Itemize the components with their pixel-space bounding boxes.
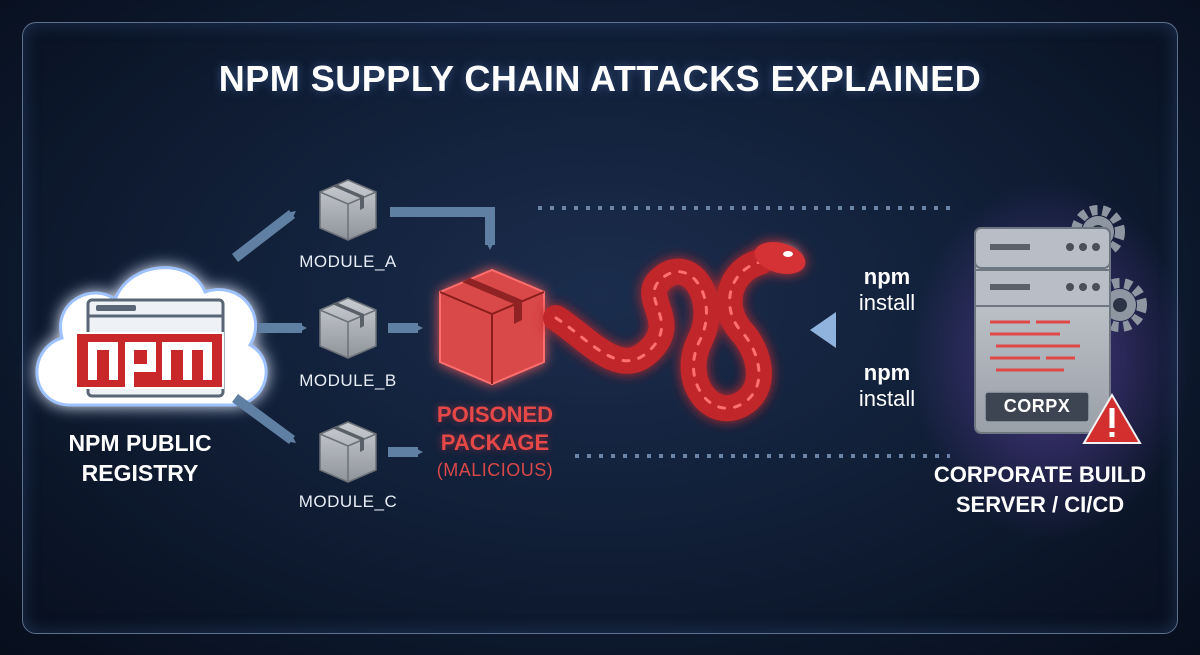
- install-command-1-arg: install: [858, 290, 916, 315]
- install-command-1-cmd: npm: [863, 264, 911, 289]
- flow-arrows: [231, 207, 495, 457]
- diagram-title: NPM SUPPLY CHAIN ATTACKS EXPLAINED: [218, 58, 982, 99]
- registry-label: NPM PUBLIC REGISTRY: [68, 430, 212, 486]
- warning-icon: [1082, 393, 1142, 444]
- malicious-sublabel: (MALICIOUS): [436, 460, 554, 480]
- box-icon: [319, 297, 377, 359]
- gear-icon: [1093, 278, 1147, 332]
- module-b-label: MODULE_B: [299, 371, 397, 390]
- install-command-2-arg: install: [858, 386, 916, 411]
- corpx-badge: [984, 391, 1090, 423]
- box-icon: [319, 421, 377, 483]
- poisoned-box-icon: [439, 268, 545, 386]
- install-command-2: npm install: [832, 360, 942, 412]
- arrow-module-a-to-package: [390, 207, 495, 250]
- poisoned-package-label: POISONED PACKAGE: [436, 402, 554, 455]
- install-command-1: npm install: [832, 264, 942, 316]
- serpent-icon: [543, 242, 806, 422]
- corpx-badge-label: CORPX: [1003, 396, 1071, 416]
- malicious-code-lines: [990, 320, 1080, 372]
- dotted-connectors: [538, 206, 950, 458]
- module-c-label: MODULE_C: [298, 492, 398, 511]
- npm-logo: [75, 332, 224, 389]
- arrow-to-module-a: [231, 210, 296, 262]
- module-a-label: MODULE_A: [299, 252, 397, 271]
- arrow-to-module-c: [232, 393, 297, 445]
- install-command-2-cmd: npm: [863, 360, 911, 385]
- box-icon: [319, 179, 377, 241]
- server-icon: [974, 227, 1111, 434]
- server-label: CORPORATE BUILD SERVER / CI/CD: [933, 462, 1147, 517]
